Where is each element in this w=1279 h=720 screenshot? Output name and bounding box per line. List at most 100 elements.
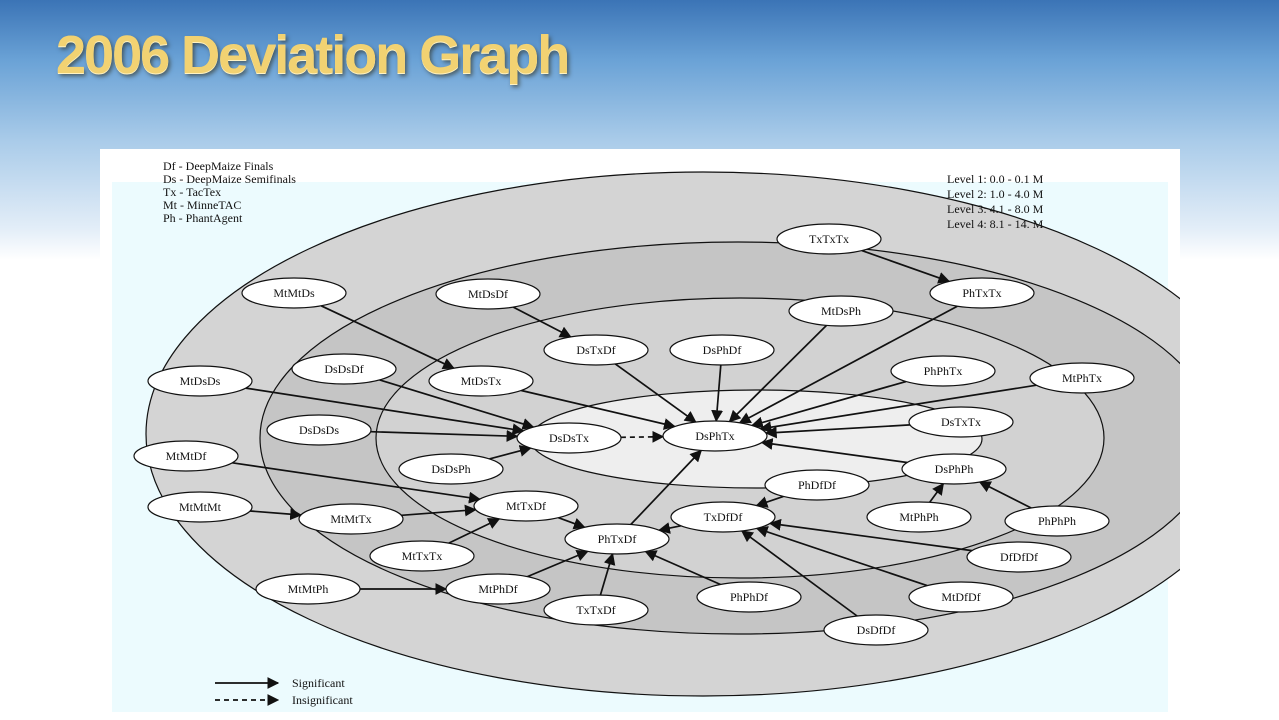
edge-PhPhPh-to-DsPhPh <box>978 481 1032 509</box>
node-MtPhPh: MtPhPh <box>866 501 972 533</box>
edge-DsDsPh-to-DsDsTx <box>489 445 532 460</box>
edge-TxDfDf-to-PhTxDf <box>658 522 681 534</box>
edge-MtDfDf-to-TxDfDf <box>755 526 928 587</box>
edge-MtDsDs-to-DsDsTx <box>245 387 525 436</box>
edge-DsDsDf-to-DsDsTx <box>379 379 535 430</box>
node-MtDsPh: MtDsPh <box>788 295 894 327</box>
node-TxDfDf: TxDfDf <box>670 501 776 533</box>
edge-MtTxDf-to-PhTxDf <box>558 516 586 530</box>
svg-text:DsTxDf: DsTxDf <box>576 343 615 357</box>
node-PhPhPh: PhPhPh <box>1004 505 1110 537</box>
edge-MtMtDs-to-MtDsTx <box>320 305 455 370</box>
svg-text:MtMtTx: MtMtTx <box>330 512 371 526</box>
svg-text:TxDfDf: TxDfDf <box>704 510 743 524</box>
node-DsDsPh: DsDsPh <box>398 453 504 485</box>
node-MtTxTx: MtTxTx <box>369 540 475 572</box>
edge-PhPhDf-to-PhTxDf <box>644 550 721 586</box>
node-MtMtDf: MtMtDf <box>133 440 239 472</box>
legend-insignificant-label: Insignificant <box>292 693 353 707</box>
svg-text:TxTxTx: TxTxTx <box>809 232 849 246</box>
edge-legend: Significant Insignificant <box>215 676 353 707</box>
svg-text:MtMtDf: MtMtDf <box>166 449 207 463</box>
svg-text:MtPhDf: MtPhDf <box>478 582 517 596</box>
edge-MtDsDf-to-DsTxDf <box>512 306 572 338</box>
deviation-graph: Df - DeepMaize Finals Ds - DeepMaize Sem… <box>112 159 1180 712</box>
svg-text:DsPhPh: DsPhPh <box>935 462 974 476</box>
svg-text:MtDfDf: MtDfDf <box>941 590 980 604</box>
edge-MtPhTx-to-DsPhTx <box>759 384 1037 434</box>
edge-DsDsDs-to-DsDsTx <box>370 430 519 442</box>
edge-MtMtDf-to-MtTxDf <box>232 461 481 504</box>
edge-MtMtTx-to-MtTxDf <box>401 504 477 517</box>
abbreviation-ph: Ph - PhantAgent <box>163 211 243 225</box>
svg-text:MtPhTx: MtPhTx <box>1062 371 1102 385</box>
node-DsDsDs: DsDsDs <box>266 414 372 446</box>
node-TxTxDf: TxTxDf <box>543 594 649 626</box>
node-DsDsDf: DsDsDf <box>291 353 397 385</box>
node-DsTxDf: DsTxDf <box>543 334 649 366</box>
node-PhTxTx: PhTxTx <box>929 277 1035 309</box>
node-DsDsTx: DsDsTx <box>516 422 622 454</box>
svg-text:PhPhPh: PhPhPh <box>1038 514 1076 528</box>
abbreviation-df: Df - DeepMaize Finals <box>163 159 274 173</box>
edge-TxTxDf-to-PhTxDf <box>599 552 616 596</box>
node-MtMtPh: MtMtPh <box>255 573 361 605</box>
svg-text:DsTxTx: DsTxTx <box>941 415 981 429</box>
edge-MtPhPh-to-DsPhPh <box>929 482 945 503</box>
edge-MtMtMt-to-MtMtTx <box>250 508 303 521</box>
abbreviation-ds: Ds - DeepMaize Semifinals <box>163 172 296 186</box>
node-PhTxDf: PhTxDf <box>564 523 670 555</box>
edge-DsTxTx-to-DsPhTx <box>764 424 911 439</box>
node-MtDfDf: MtDfDf <box>908 581 1014 613</box>
svg-text:PhPhTx: PhPhTx <box>924 364 963 378</box>
edge-PhTxDf-to-DsPhTx <box>630 449 703 526</box>
svg-text:MtDsDf: MtDsDf <box>468 287 508 301</box>
svg-text:PhTxDf: PhTxDf <box>598 532 637 546</box>
legend-significant-label: Significant <box>292 676 345 690</box>
node-MtPhTx: MtPhTx <box>1029 362 1135 394</box>
node-MtDsDf: MtDsDf <box>435 278 541 310</box>
node-MtMtDs: MtMtDs <box>241 277 347 309</box>
edge-TxTxTx-to-PhTxTx <box>861 249 951 284</box>
node-TxTxTx: TxTxTx <box>776 223 882 255</box>
svg-text:MtMtDs: MtMtDs <box>273 286 315 300</box>
svg-text:DsDsTx: DsDsTx <box>549 431 589 445</box>
edge-MtTxTx-to-MtTxDf <box>448 518 501 544</box>
svg-text:DsPhTx: DsPhTx <box>695 429 734 443</box>
svg-text:MtDsTx: MtDsTx <box>461 374 502 388</box>
node-MtMtMt: MtMtMt <box>147 491 253 523</box>
svg-text:DsPhDf: DsPhDf <box>703 343 742 357</box>
node-DsPhDf: DsPhDf <box>669 334 775 366</box>
svg-text:DsDsDf: DsDsDf <box>324 362 363 376</box>
node-PhDfDf: PhDfDf <box>764 469 870 501</box>
svg-text:DsDsDs: DsDsDs <box>299 423 339 437</box>
node-PhPhTx: PhPhTx <box>890 355 996 387</box>
abbreviation-tx: Tx - TacTex <box>163 185 221 199</box>
svg-text:DsDfDf: DsDfDf <box>857 623 896 637</box>
svg-text:PhPhDf: PhPhDf <box>730 590 768 604</box>
abbreviation-key: Df - DeepMaize Finals Ds - DeepMaize Sem… <box>163 159 296 225</box>
level-4-range: Level 4: 8.1 - 14. M <box>947 217 1044 231</box>
edge-DsDfDf-to-TxDfDf <box>740 530 858 617</box>
svg-text:TxTxDf: TxTxDf <box>576 603 615 617</box>
abbreviation-mt: Mt - MinneTAC <box>163 198 241 212</box>
node-layer: TxTxTx PhTxTx MtMtDs MtDsDf MtDsPh DsTxD… <box>133 223 1135 646</box>
node-DfDfDf: DfDfDf <box>966 541 1072 573</box>
edge-MtDsPh-to-DsPhTx <box>728 324 828 423</box>
level-key: Level 1: 0.0 - 0.1 M Level 2: 1.0 - 4.0 … <box>947 172 1044 231</box>
node-DsPhPh: DsPhPh <box>901 453 1007 485</box>
level-1-range: Level 1: 0.0 - 0.1 M <box>947 172 1044 186</box>
edge-PhPhTx-to-DsPhTx <box>750 380 907 429</box>
node-MtTxDf: MtTxDf <box>473 490 579 522</box>
svg-text:MtTxDf: MtTxDf <box>506 499 546 513</box>
svg-text:PhTxTx: PhTxTx <box>962 286 1001 300</box>
level-3-range: Level 3: 4.1 - 8.0 M <box>947 202 1044 216</box>
svg-text:MtDsPh: MtDsPh <box>821 304 861 318</box>
svg-text:PhDfDf: PhDfDf <box>798 478 836 492</box>
node-MtPhDf: MtPhDf <box>445 573 551 605</box>
edge-DfDfDf-to-TxDfDf <box>768 518 973 552</box>
edge-layer <box>232 249 1037 617</box>
node-MtDsTx: MtDsTx <box>428 365 534 397</box>
svg-text:MtPhPh: MtPhPh <box>899 510 938 524</box>
deviation-graph-panel: Df - DeepMaize Finals Ds - DeepMaize Sem… <box>100 149 1180 712</box>
